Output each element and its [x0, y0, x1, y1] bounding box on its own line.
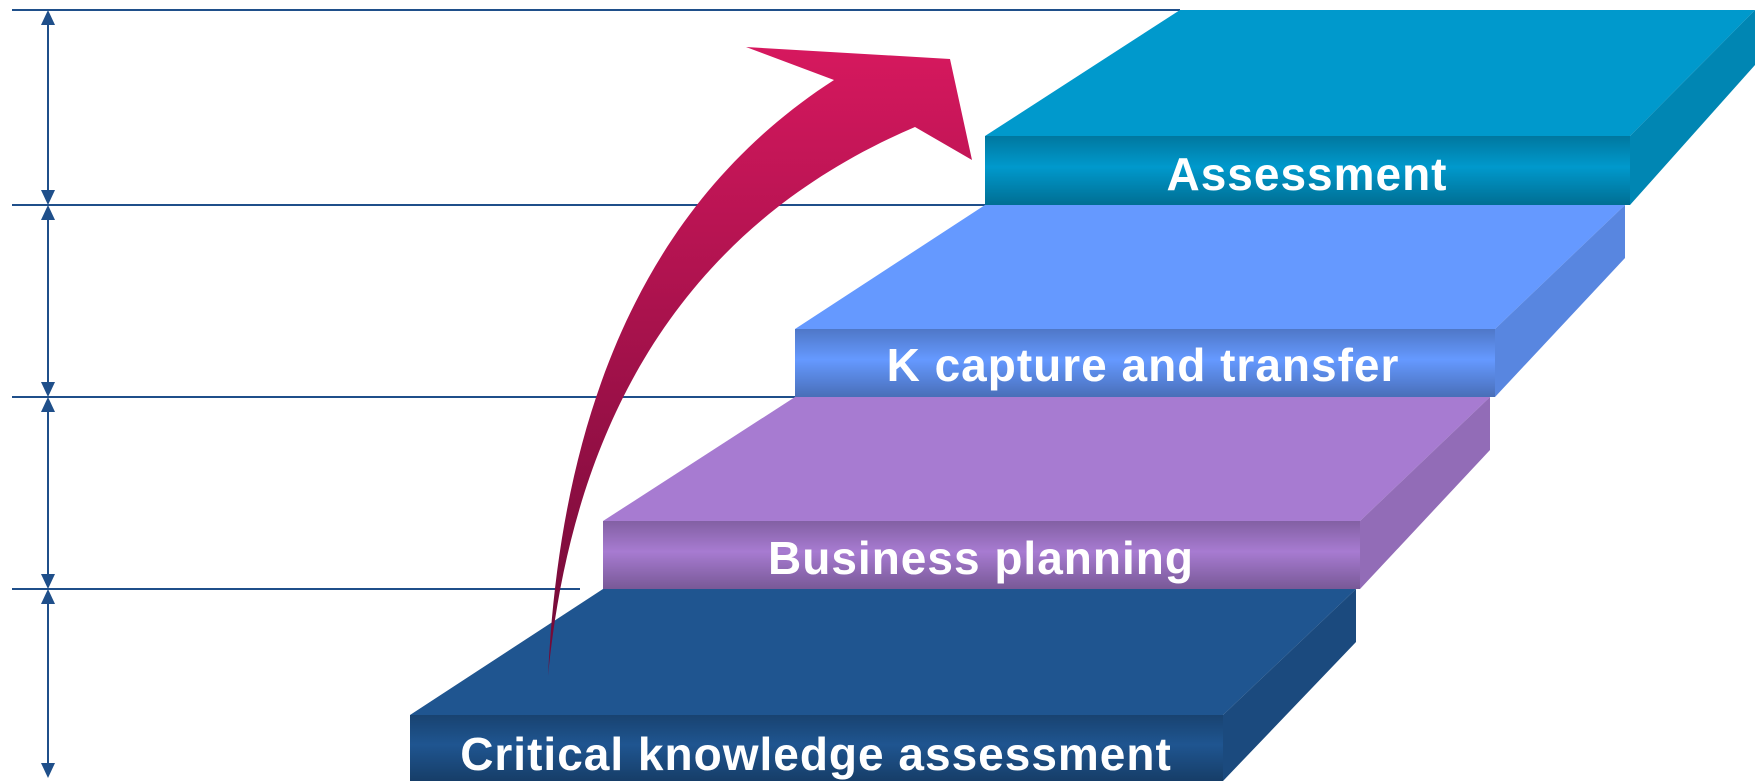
step-label-assessment: Assessment	[1166, 148, 1447, 200]
level-dimension-arrows	[41, 10, 55, 778]
step-side-face	[1360, 397, 1490, 589]
step-top-face	[985, 10, 1755, 136]
step-side-shade	[1360, 397, 1490, 589]
step-assessment: Assessment	[985, 10, 1755, 205]
step-front-shade	[410, 715, 1223, 781]
step-k-capture-and-transfer: K capture and transfer	[795, 205, 1625, 397]
step-side-face	[1630, 10, 1755, 205]
step-label-business-planning: Business planning	[768, 532, 1194, 584]
step-top-face	[410, 589, 1356, 715]
dimension-arrow-1	[41, 10, 55, 205]
step-business-planning: Business planning	[603, 397, 1490, 589]
dimension-arrow-2	[41, 205, 55, 397]
dimension-arrow-4	[41, 589, 55, 778]
step-side-face	[1495, 205, 1625, 397]
progress-arrow	[548, 47, 972, 676]
step-side-shade	[1495, 205, 1625, 397]
dimension-arrow-3	[41, 397, 55, 589]
step-side-shade	[1223, 589, 1356, 781]
step-top-face	[795, 205, 1625, 329]
step-label-critical-knowledge: Critical knowledge assessment	[460, 728, 1172, 780]
step-front-shade	[603, 521, 1360, 589]
step-side-face	[1223, 589, 1356, 781]
step-top-face	[603, 397, 1490, 521]
step-front-shade	[795, 329, 1495, 397]
step-front-shade	[985, 136, 1630, 205]
step-side-shade	[1630, 10, 1755, 205]
step-critical-knowledge-assessment: Critical knowledge assessment	[410, 589, 1356, 781]
step-label-k-capture: K capture and transfer	[887, 339, 1400, 391]
level-guide-lines	[12, 9, 1180, 590]
